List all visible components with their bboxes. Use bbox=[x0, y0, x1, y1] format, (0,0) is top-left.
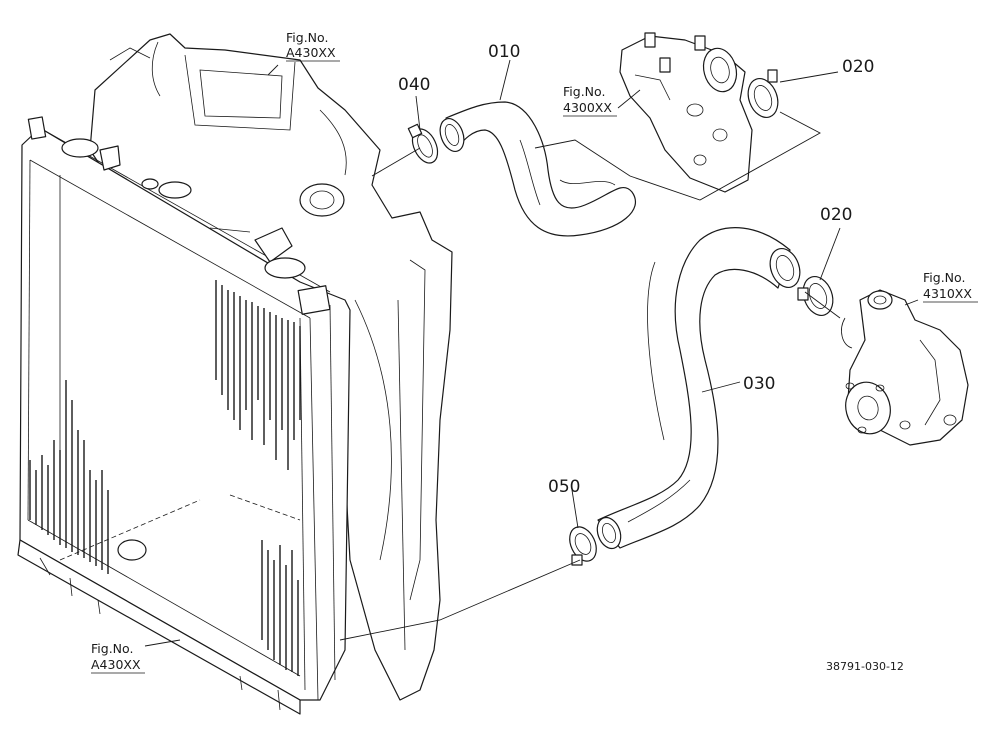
labels: Fig.No. A430XX 010 040 Fig.No. 4300XX 02… bbox=[91, 30, 978, 674]
radiator-shroud bbox=[89, 33, 453, 701]
leader-lines bbox=[59, 59, 919, 647]
fig-label-bottom-left-2: A430XX bbox=[91, 657, 141, 672]
drawing-code: 38791-030-12 bbox=[826, 660, 904, 673]
hose-clamp-040 bbox=[407, 123, 439, 164]
fig-label-top-middle-1: Fig.No. bbox=[563, 84, 605, 99]
fig-label-bottom-left-1: Fig.No. bbox=[91, 641, 133, 656]
fig-label-right-2: 4310XX bbox=[923, 286, 972, 301]
water-pump bbox=[841, 289, 969, 446]
radiator-core bbox=[17, 116, 351, 715]
hose-clamp-020-upper bbox=[747, 69, 779, 118]
ref-030: 030 bbox=[743, 374, 775, 394]
hose-clamp-020-lower bbox=[797, 276, 834, 316]
fig-label-top-middle-2: 4300XX bbox=[563, 100, 612, 115]
fig-label-top-left-2: A430XX bbox=[286, 45, 336, 60]
ref-020-upper: 020 bbox=[842, 57, 874, 77]
radiator-fins bbox=[29, 280, 301, 676]
thermostat-housing bbox=[619, 32, 753, 193]
ref-020-lower: 020 bbox=[820, 205, 852, 225]
ref-010: 010 bbox=[488, 42, 520, 62]
ref-040: 040 bbox=[398, 75, 430, 95]
upper-hose-010 bbox=[439, 101, 637, 237]
hose-clamp-050 bbox=[569, 526, 597, 566]
lower-hose-030 bbox=[596, 227, 801, 550]
fig-label-top-left-1: Fig.No. bbox=[286, 30, 328, 45]
fig-label-right-1: Fig.No. bbox=[923, 270, 965, 285]
ref-050: 050 bbox=[548, 477, 580, 497]
